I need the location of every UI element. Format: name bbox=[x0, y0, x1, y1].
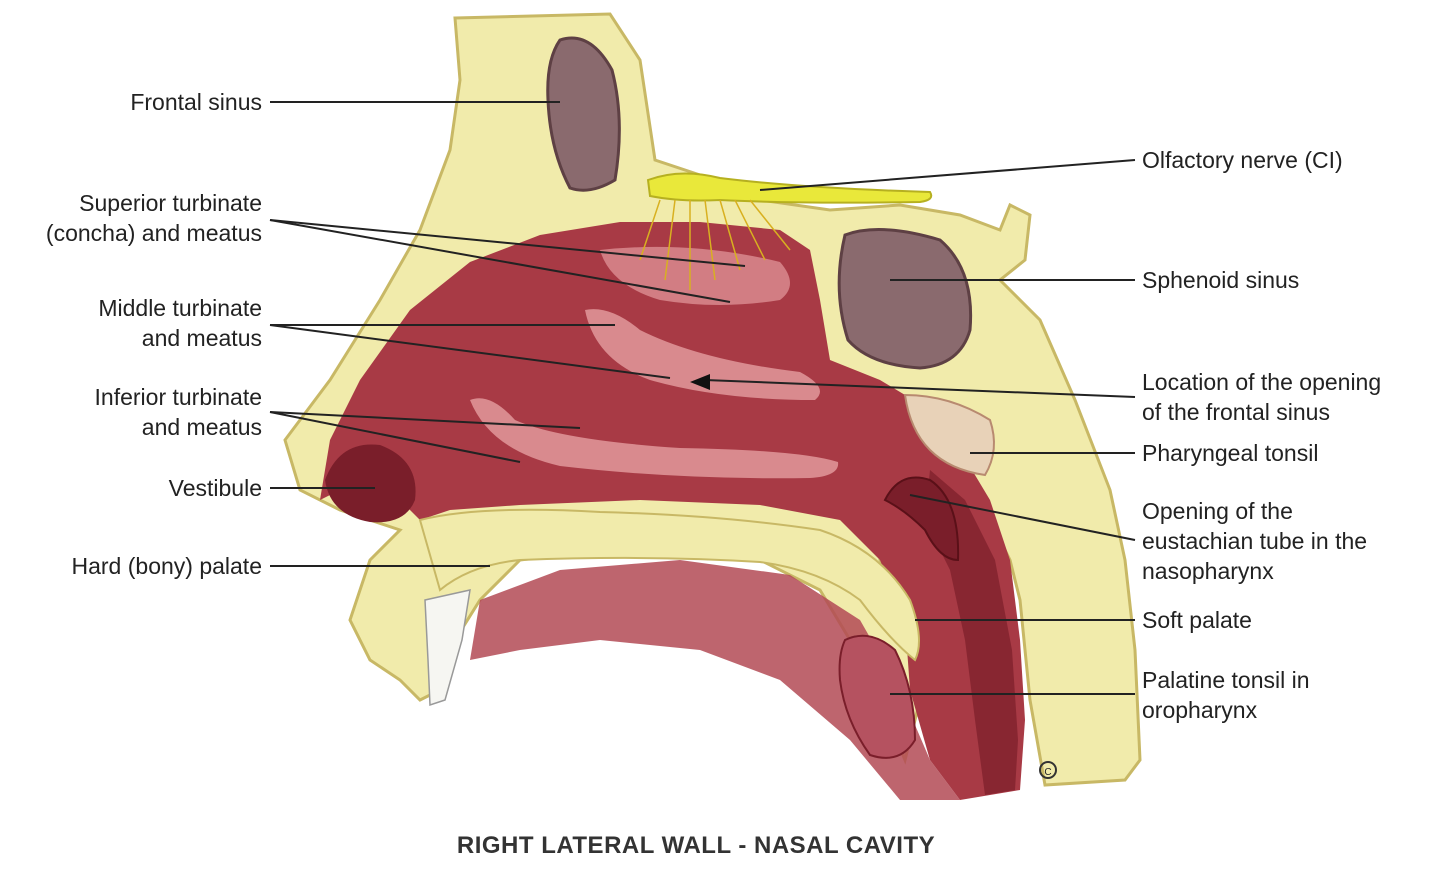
label-line: Hard (bony) palate bbox=[72, 553, 263, 579]
label-line: Vestibule bbox=[169, 475, 262, 501]
superior-turbinate bbox=[600, 246, 790, 305]
label-palatine-tonsil: Palatine tonsil in oropharynx bbox=[1142, 667, 1310, 723]
label-line: Soft palate bbox=[1142, 607, 1252, 633]
leader-inferior-turbinate-a bbox=[269, 411, 581, 429]
leader-olfactory-nerve bbox=[759, 159, 1136, 191]
label-sphenoid-sinus: Sphenoid sinus bbox=[1142, 267, 1299, 293]
diagram-caption: RIGHT LATERAL WALL - NASAL CAVITY bbox=[457, 832, 935, 859]
signature-mark: C bbox=[1039, 761, 1057, 779]
label-line: Opening of the bbox=[1142, 498, 1293, 524]
hard-palate-bone bbox=[418, 508, 920, 662]
label-pharyngeal-tonsil: Pharyngeal tonsil bbox=[1142, 440, 1318, 466]
nasal-cavity-mucosa bbox=[320, 222, 1025, 800]
label-line: and meatus bbox=[142, 414, 262, 440]
vestibule-opening bbox=[325, 444, 416, 523]
pharyngeal-tonsil bbox=[903, 393, 995, 477]
label-line: oropharynx bbox=[1142, 697, 1258, 723]
label-soft-palate: Soft palate bbox=[1142, 607, 1252, 633]
leader-frontal-sinus-opening bbox=[704, 379, 1136, 398]
frontal-sinus-cavity bbox=[546, 36, 621, 192]
middle-turbinate bbox=[585, 309, 820, 400]
eustachian-tube-opening bbox=[883, 476, 960, 562]
label-line: Location of the opening bbox=[1142, 369, 1381, 395]
sphenoid-sinus-cavity bbox=[837, 228, 973, 370]
label-line: Superior turbinate bbox=[79, 190, 262, 216]
incisor-tooth bbox=[424, 589, 471, 707]
label-hard-palate: Hard (bony) palate bbox=[72, 553, 263, 579]
inferior-turbinate bbox=[470, 398, 839, 479]
olfactory-fibres bbox=[639, 199, 791, 290]
leader-eustachian-tube bbox=[909, 494, 1136, 541]
label-frontal-sinus-opening: Location of the opening of the frontal si… bbox=[1142, 369, 1381, 425]
label-olfactory-nerve: Olfactory nerve (CI) bbox=[1142, 147, 1343, 173]
anatomy-illustration: C bbox=[283, 12, 1142, 800]
label-line: Middle turbinate bbox=[98, 295, 262, 321]
label-line: of the frontal sinus bbox=[1142, 399, 1330, 425]
leader-superior-turbinate-a bbox=[269, 219, 746, 267]
label-line: Palatine tonsil in bbox=[1142, 667, 1310, 693]
label-line: Pharyngeal tonsil bbox=[1142, 440, 1318, 466]
label-middle-turbinate: Middle turbinate and meatus bbox=[98, 295, 262, 351]
label-frontal-sinus: Frontal sinus bbox=[130, 89, 262, 115]
leader-middle-turbinate-b bbox=[269, 324, 671, 379]
leader-inferior-turbinate-b bbox=[269, 411, 521, 463]
oral-cavity-mucosa bbox=[470, 560, 960, 800]
label-line: Frontal sinus bbox=[130, 89, 262, 115]
label-vestibule: Vestibule bbox=[169, 475, 262, 501]
label-line: (concha) and meatus bbox=[46, 220, 262, 246]
labels: Frontal sinus Superior turbinate (concha)… bbox=[46, 89, 1381, 723]
label-line: eustachian tube in the bbox=[1142, 528, 1367, 554]
label-line: Inferior turbinate bbox=[95, 384, 262, 410]
label-eustachian-tube: Opening of the eustachian tube in the naso… bbox=[1142, 498, 1367, 584]
label-line: nasopharynx bbox=[1142, 558, 1274, 584]
palatine-tonsil bbox=[838, 634, 917, 759]
label-line: Olfactory nerve (CI) bbox=[1142, 147, 1343, 173]
signature-letter: C bbox=[1044, 767, 1051, 778]
frontal-sinus-opening-arrow bbox=[690, 374, 710, 390]
label-line: and meatus bbox=[142, 325, 262, 351]
label-superior-turbinate: Superior turbinate (concha) and meatus bbox=[46, 190, 262, 246]
label-line: Sphenoid sinus bbox=[1142, 267, 1299, 293]
leader-lines bbox=[269, 101, 1136, 695]
label-inferior-turbinate: Inferior turbinate and meatus bbox=[95, 384, 262, 440]
leader-superior-turbinate-b bbox=[269, 219, 731, 303]
